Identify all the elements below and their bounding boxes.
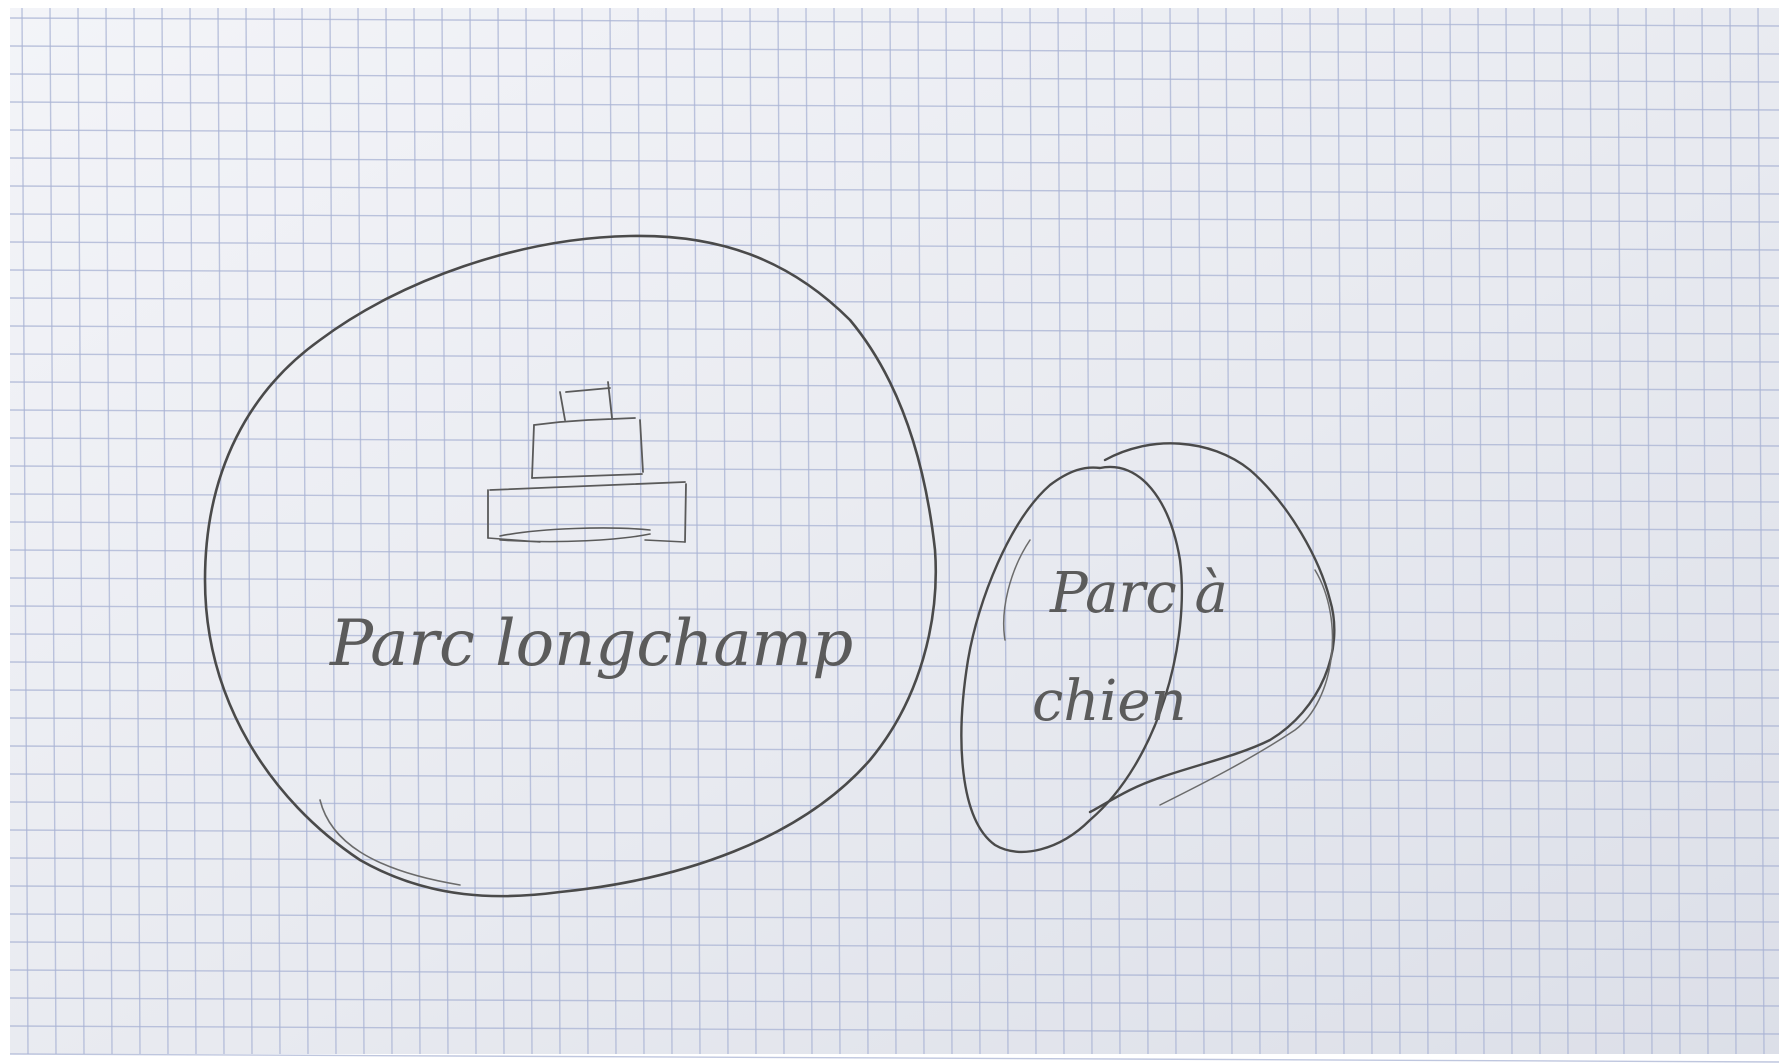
parc-longchamp-label: Parc longchamp — [329, 607, 853, 681]
parc-a-chien-label-line1: Parc à — [1049, 561, 1228, 626]
parc-a-chien-label-line2: chien — [1032, 669, 1187, 734]
